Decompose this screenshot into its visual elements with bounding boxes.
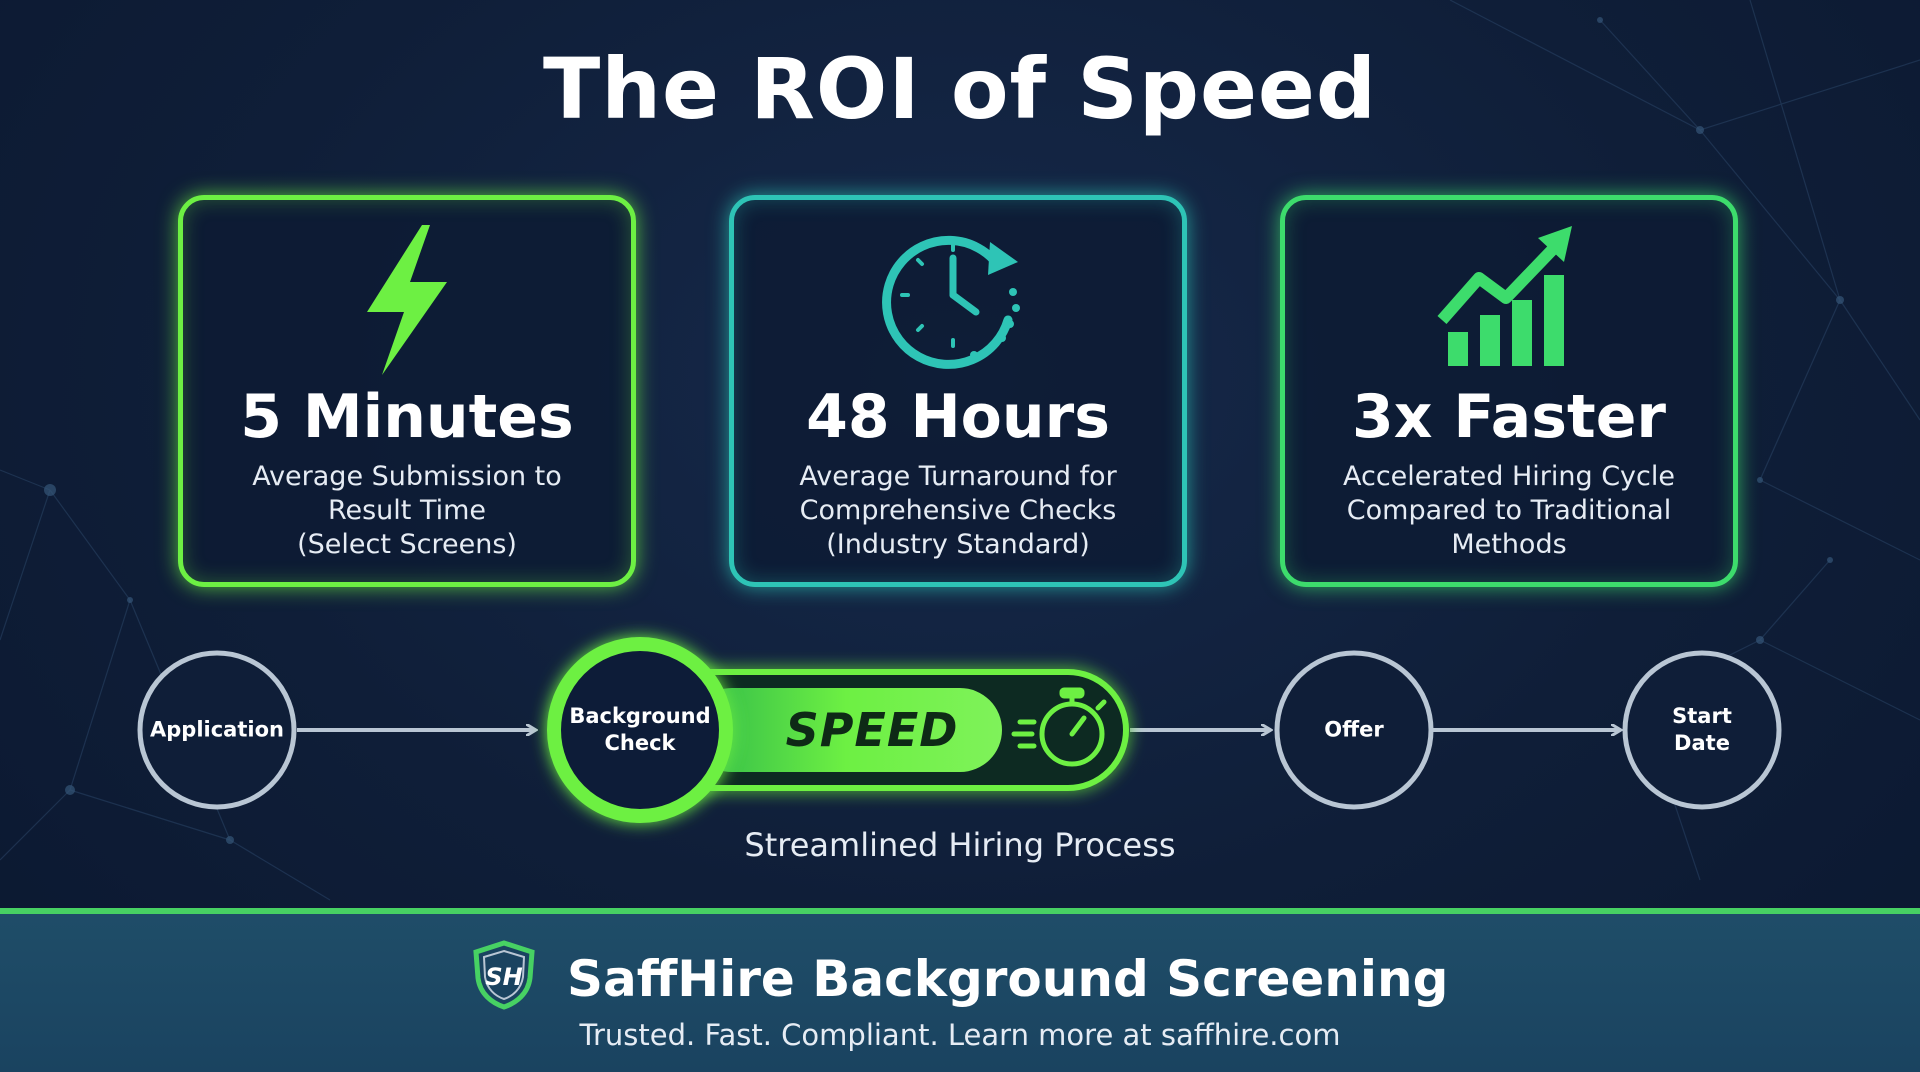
stat-card-minutes: 5 Minutes Average Submission to Result T… bbox=[178, 195, 636, 587]
stopwatch-icon bbox=[1011, 687, 1107, 767]
process-caption: Streamlined Hiring Process bbox=[744, 826, 1176, 864]
stat-value: 5 Minutes bbox=[240, 382, 574, 452]
step-label-background-check: Background Check bbox=[569, 704, 711, 755]
clock-icon bbox=[882, 235, 1020, 369]
step-label-application: Application bbox=[150, 717, 284, 742]
step-start-date bbox=[1622, 650, 1782, 810]
step-offer bbox=[1274, 650, 1434, 810]
stat-value: 48 Hours bbox=[806, 382, 1110, 452]
background-network bbox=[0, 0, 1920, 901]
step-application bbox=[137, 650, 297, 810]
shield-logo-icon: SH bbox=[472, 940, 535, 1010]
brand-row: SH SaffHire Background Screening bbox=[0, 940, 1920, 1014]
growth-chart-icon bbox=[1437, 226, 1572, 366]
step-label-start-date: Start Date bbox=[1672, 704, 1732, 755]
stat-description: Average Turnaround for Comprehensive Che… bbox=[799, 461, 1117, 560]
step-background-check bbox=[547, 637, 733, 823]
lightning-bolt-icon bbox=[367, 225, 447, 375]
step-label-offer: Offer bbox=[1324, 717, 1384, 742]
stat-card-hours: 48 Hours Average Turnaround for Comprehe… bbox=[729, 195, 1187, 587]
stat-description: Average Submission to Result Time (Selec… bbox=[252, 461, 562, 560]
stat-description: Accelerated Hiring Cycle Compared to Tra… bbox=[1342, 461, 1675, 560]
speed-label: SPEED bbox=[785, 703, 959, 757]
tagline: Trusted. Fast. Compliant. Learn more at … bbox=[579, 1018, 1341, 1052]
footer-banner: SH SaffHire Background Screening Trusted… bbox=[0, 908, 1920, 1072]
logo-monogram: SH bbox=[485, 963, 522, 991]
brand-name: SaffHire Background Screening bbox=[567, 950, 1449, 1008]
hiring-process-flow bbox=[137, 637, 1782, 823]
page-title: The ROI of Speed bbox=[542, 40, 1378, 138]
stat-value: 3x Faster bbox=[1352, 382, 1666, 452]
stat-card-faster: 3x Faster Accelerated Hiring Cycle Compa… bbox=[1280, 195, 1738, 587]
speed-bar bbox=[690, 688, 1002, 772]
